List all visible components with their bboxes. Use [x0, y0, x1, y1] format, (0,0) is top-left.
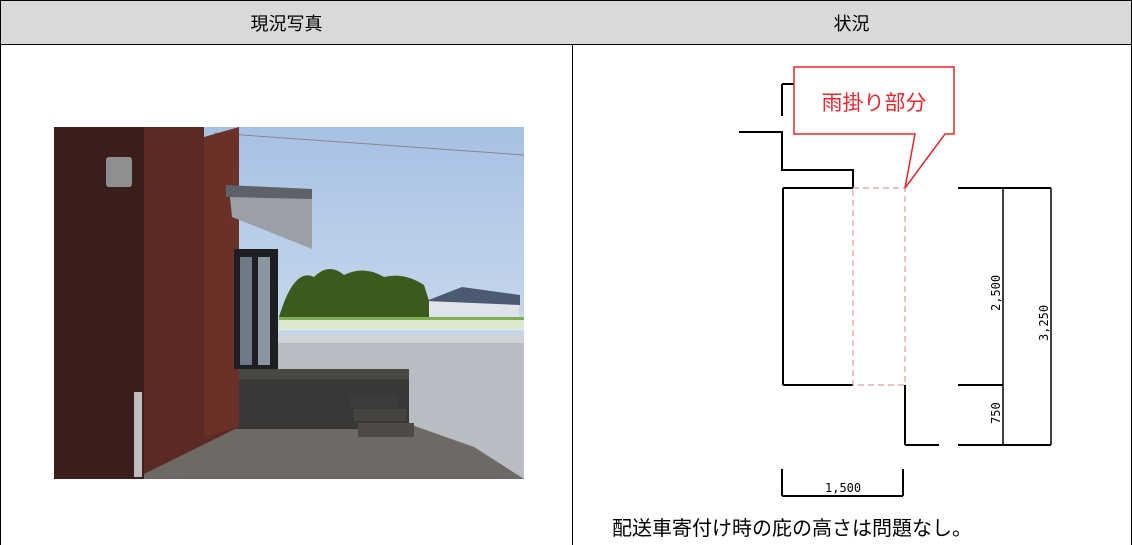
- site-photo: [54, 127, 524, 479]
- header-current-photo: 現況写真: [0, 0, 573, 45]
- dim-750: 750: [989, 402, 1003, 424]
- callout-label: 雨掛り部分: [822, 91, 927, 115]
- dim-2500: 2,500: [989, 275, 1003, 311]
- dim-1500: 1,500: [825, 481, 861, 495]
- header-situation: 状況: [572, 0, 1132, 45]
- canopy-plan-drawing: 850 2,500 3,250 750 1,500 雨掛り部分: [739, 66, 1052, 497]
- callout-bubble: [793, 66, 955, 189]
- table-border-left: [0, 45, 1, 545]
- rain-exposed-area: [852, 187, 906, 386]
- dim-3250: 3,250: [1037, 305, 1051, 341]
- situation-caption: 配送車寄付け時の庇の高さは問題なし。: [612, 516, 972, 540]
- table-border-middle: [572, 45, 573, 545]
